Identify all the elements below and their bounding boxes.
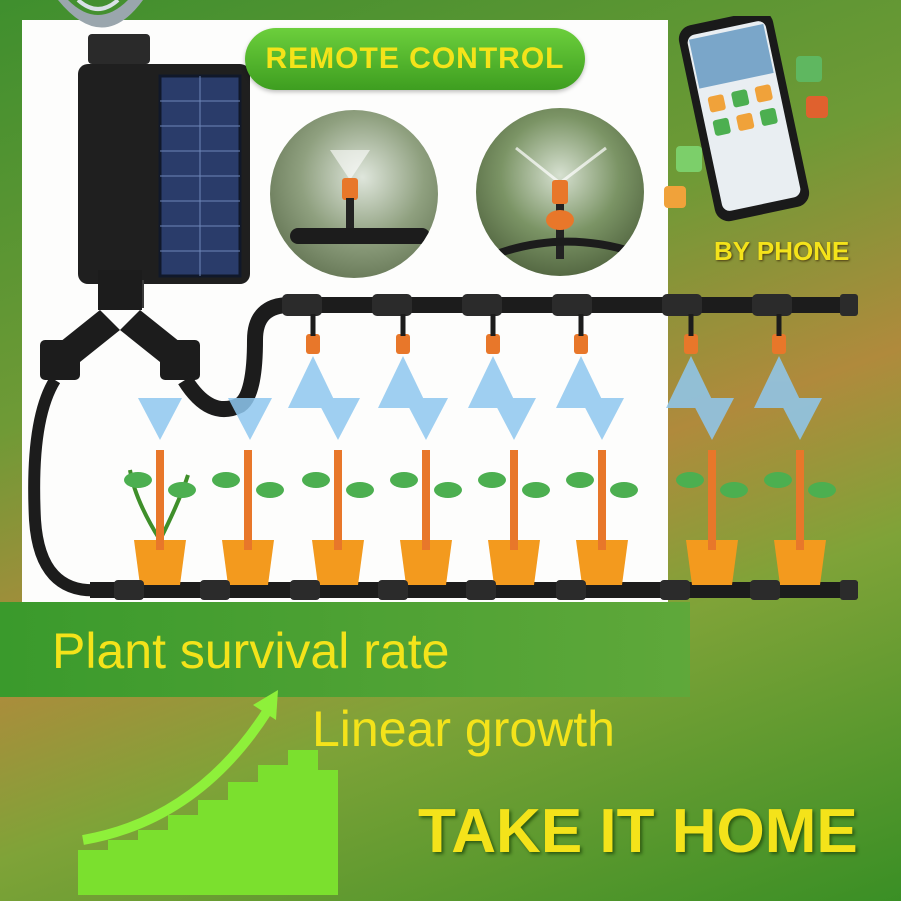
- remote-control-badge: REMOTE CONTROL: [245, 28, 585, 90]
- take-it-home-text: TAKE IT HOME: [418, 797, 858, 866]
- lower-green-band: [0, 602, 690, 697]
- by-phone-label: BY PHONE: [714, 236, 850, 266]
- solar-water-timer: [78, 34, 250, 308]
- plant-survival-rate-text: Plant survival rate: [52, 623, 450, 679]
- linear-growth-text: Linear growth: [312, 701, 615, 757]
- smartphone-app-icon: [664, 16, 828, 222]
- growth-arrow-icon: [78, 690, 338, 895]
- faucet-icon: [58, 0, 143, 28]
- sprinkler-nozzle-photo: [476, 108, 644, 276]
- mist-nozzle-photo: [270, 110, 438, 278]
- y-splitter: [40, 270, 200, 380]
